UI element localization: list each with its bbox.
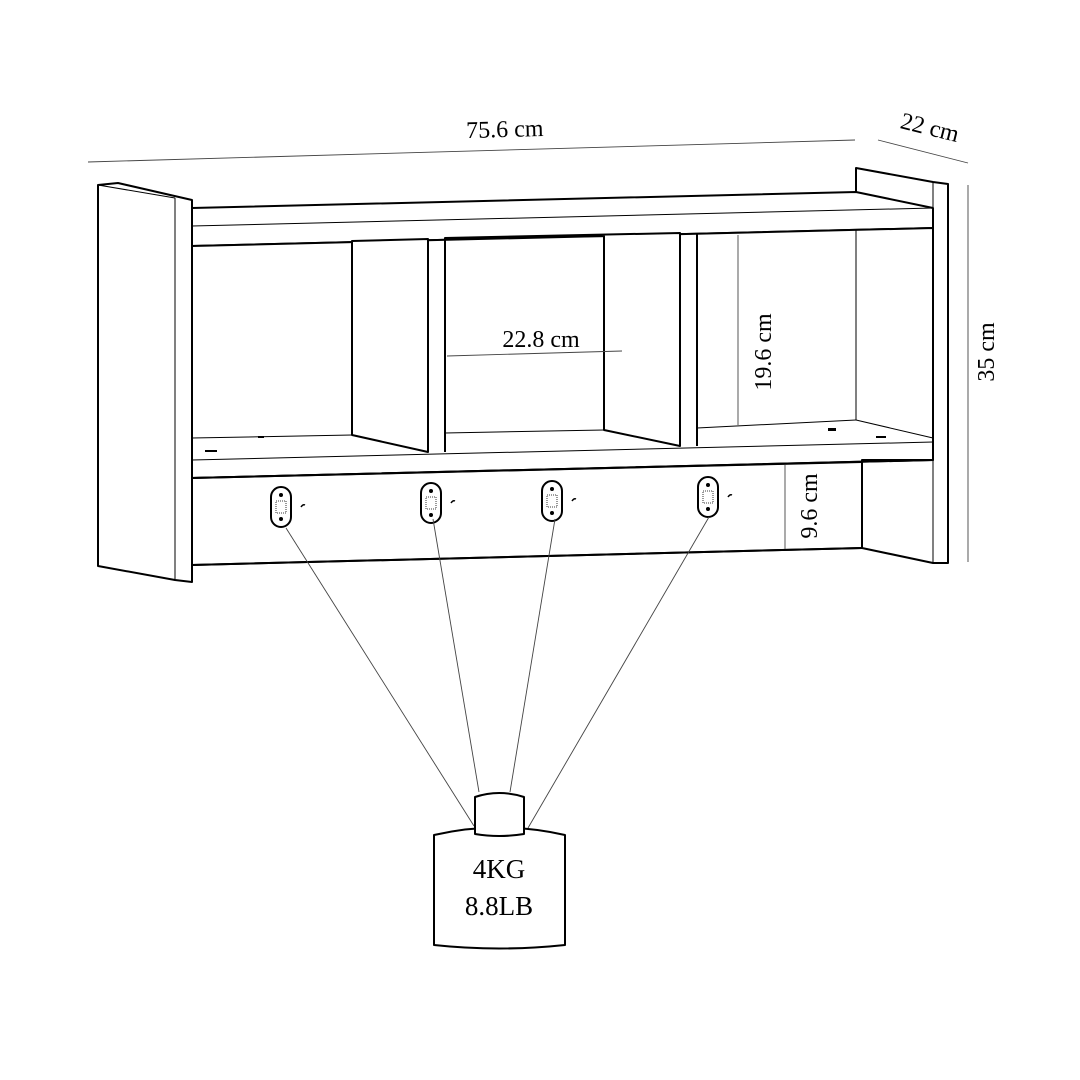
hooks (270, 476, 733, 528)
width-dimension: 75.6 cm (87, 116, 856, 163)
height-label: 35 cm (974, 322, 1000, 382)
hook-icon (270, 486, 306, 528)
hook-rail-height-dimension: 9.6 cm (784, 465, 823, 549)
compartment-width-dimension: 22.8 cm (446, 327, 623, 357)
weight-lb-label: 8.8LB (465, 891, 533, 921)
hook-rail-height-label: 9.6 cm (797, 473, 823, 539)
weight-kg-label: 4KG (473, 854, 526, 884)
height-dimension: 35 cm (967, 185, 1000, 562)
compartment-width-label: 22.8 cm (502, 327, 580, 353)
left-side-panel (97, 182, 193, 583)
hook-icon (420, 482, 456, 524)
load-strings (285, 516, 710, 829)
hook-icon (697, 476, 733, 518)
hook-icon (541, 480, 577, 522)
weight-icon: 4KG 8.8LB (433, 792, 566, 950)
depth-label: 22 cm (898, 108, 962, 148)
compartment-height-label: 19.6 cm (751, 313, 777, 391)
width-label: 75.6 cm (466, 116, 544, 144)
depth-dimension: 22 cm (877, 108, 969, 164)
compartment-height-dimension: 19.6 cm (737, 235, 777, 425)
